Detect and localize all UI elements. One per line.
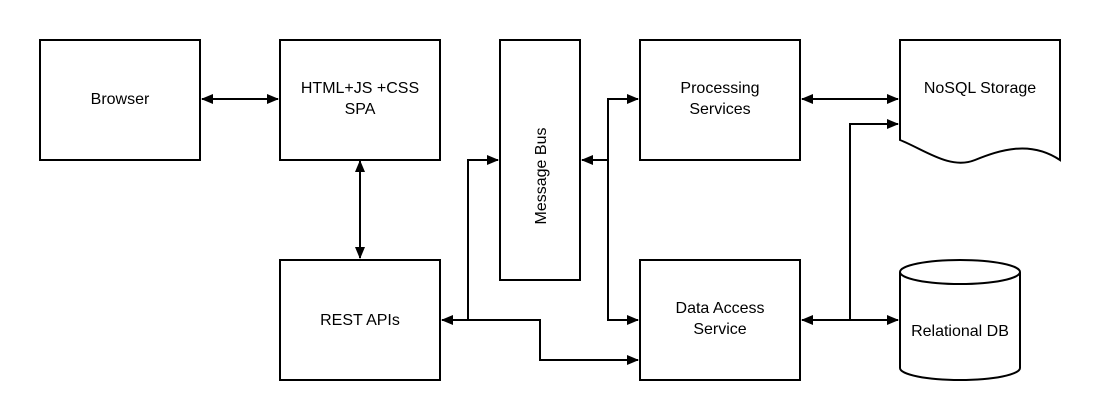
node-relational-db: Relational DB: [899, 259, 1021, 381]
node-rest-apis: REST APIs: [279, 259, 441, 381]
browser-box: [39, 39, 201, 161]
relational-db-cylinder-top: [899, 259, 1021, 285]
node-nosql-storage: NoSQL Storage: [899, 39, 1061, 164]
relational-db-label: Relational DB: [911, 323, 1009, 340]
relational-db-cylinder: [899, 272, 1021, 381]
node-data-access-service: Data Access Service: [639, 259, 801, 381]
connector-messagebus-dataaccess: [607, 160, 639, 325]
connector-rest-messagebus: [441, 155, 499, 325]
node-message-bus: Message Bus: [499, 39, 581, 281]
message-bus-label: Message Bus: [533, 128, 550, 225]
data-access-box: [639, 259, 801, 381]
nosql-document-shape: [899, 39, 1061, 164]
spa-label-line1: HTML+JS +CSS: [301, 80, 419, 97]
data-access-label-line2: Service: [693, 321, 746, 338]
data-access-label-line1: Data Access: [676, 300, 765, 317]
connector-messagebus-processing: [581, 94, 639, 165]
connectors: [201, 94, 899, 365]
browser-label: Browser: [91, 91, 150, 108]
nosql-label: NoSQL Storage: [924, 80, 1036, 97]
node-processing-services: Processing Services: [639, 39, 801, 161]
processing-label-line2: Services: [689, 101, 750, 118]
message-bus-box: [499, 39, 581, 281]
rest-apis-box: [279, 259, 441, 381]
spa-label-line2: SPA: [345, 101, 376, 118]
connector-rest-dataaccess: [468, 319, 639, 365]
node-browser: Browser: [39, 39, 201, 161]
connector-dataaccess-nosql: [849, 119, 899, 320]
processing-services-box: [639, 39, 801, 161]
node-spa: HTML+JS +CSS SPA: [279, 39, 441, 161]
spa-box: [279, 39, 441, 161]
processing-label-line1: Processing: [680, 80, 759, 97]
rest-apis-label: REST APIs: [320, 312, 400, 329]
